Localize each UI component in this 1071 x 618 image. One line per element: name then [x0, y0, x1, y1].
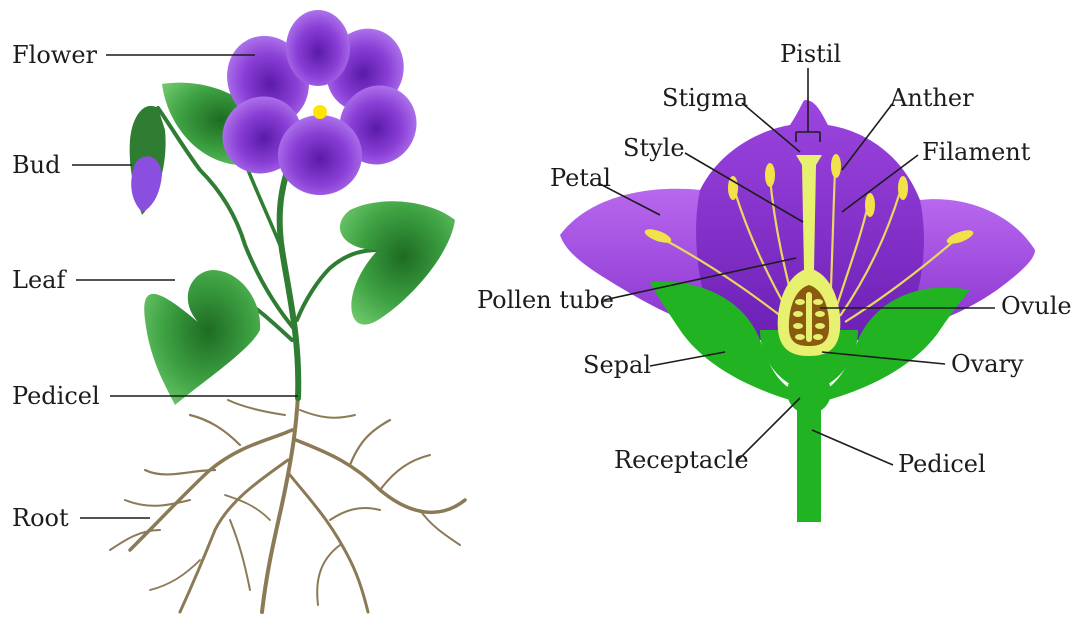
label-anther: Anther	[889, 84, 974, 112]
plant-illustration	[110, 10, 465, 612]
pedicel-stem	[797, 400, 821, 522]
label-bud: Bud	[12, 151, 60, 179]
violet-flower	[208, 10, 431, 195]
label-root: Root	[12, 504, 69, 532]
label-leaf: Leaf	[12, 266, 67, 294]
left-labels: Flower Bud Leaf Pedicel Root	[12, 41, 100, 532]
label-filament: Filament	[922, 138, 1031, 166]
label-pedicel-right: Pedicel	[898, 450, 986, 478]
leaf-right	[340, 201, 455, 324]
label-sepal: Sepal	[583, 351, 651, 379]
leaf-left	[144, 270, 260, 405]
bud	[130, 106, 166, 215]
pedicel-right-leader	[812, 430, 893, 465]
label-style: Style	[623, 134, 685, 162]
roots	[110, 395, 465, 612]
label-ovary: Ovary	[951, 350, 1024, 378]
label-pedicel-left: Pedicel	[12, 382, 100, 410]
label-receptacle: Receptacle	[614, 446, 749, 474]
label-flower: Flower	[12, 41, 98, 69]
label-pistil: Pistil	[780, 40, 841, 68]
label-stigma: Stigma	[662, 84, 748, 112]
label-petal: Petal	[550, 164, 611, 192]
label-pollen-tube: Pollen tube	[477, 286, 614, 314]
label-ovule: Ovule	[1001, 292, 1071, 320]
